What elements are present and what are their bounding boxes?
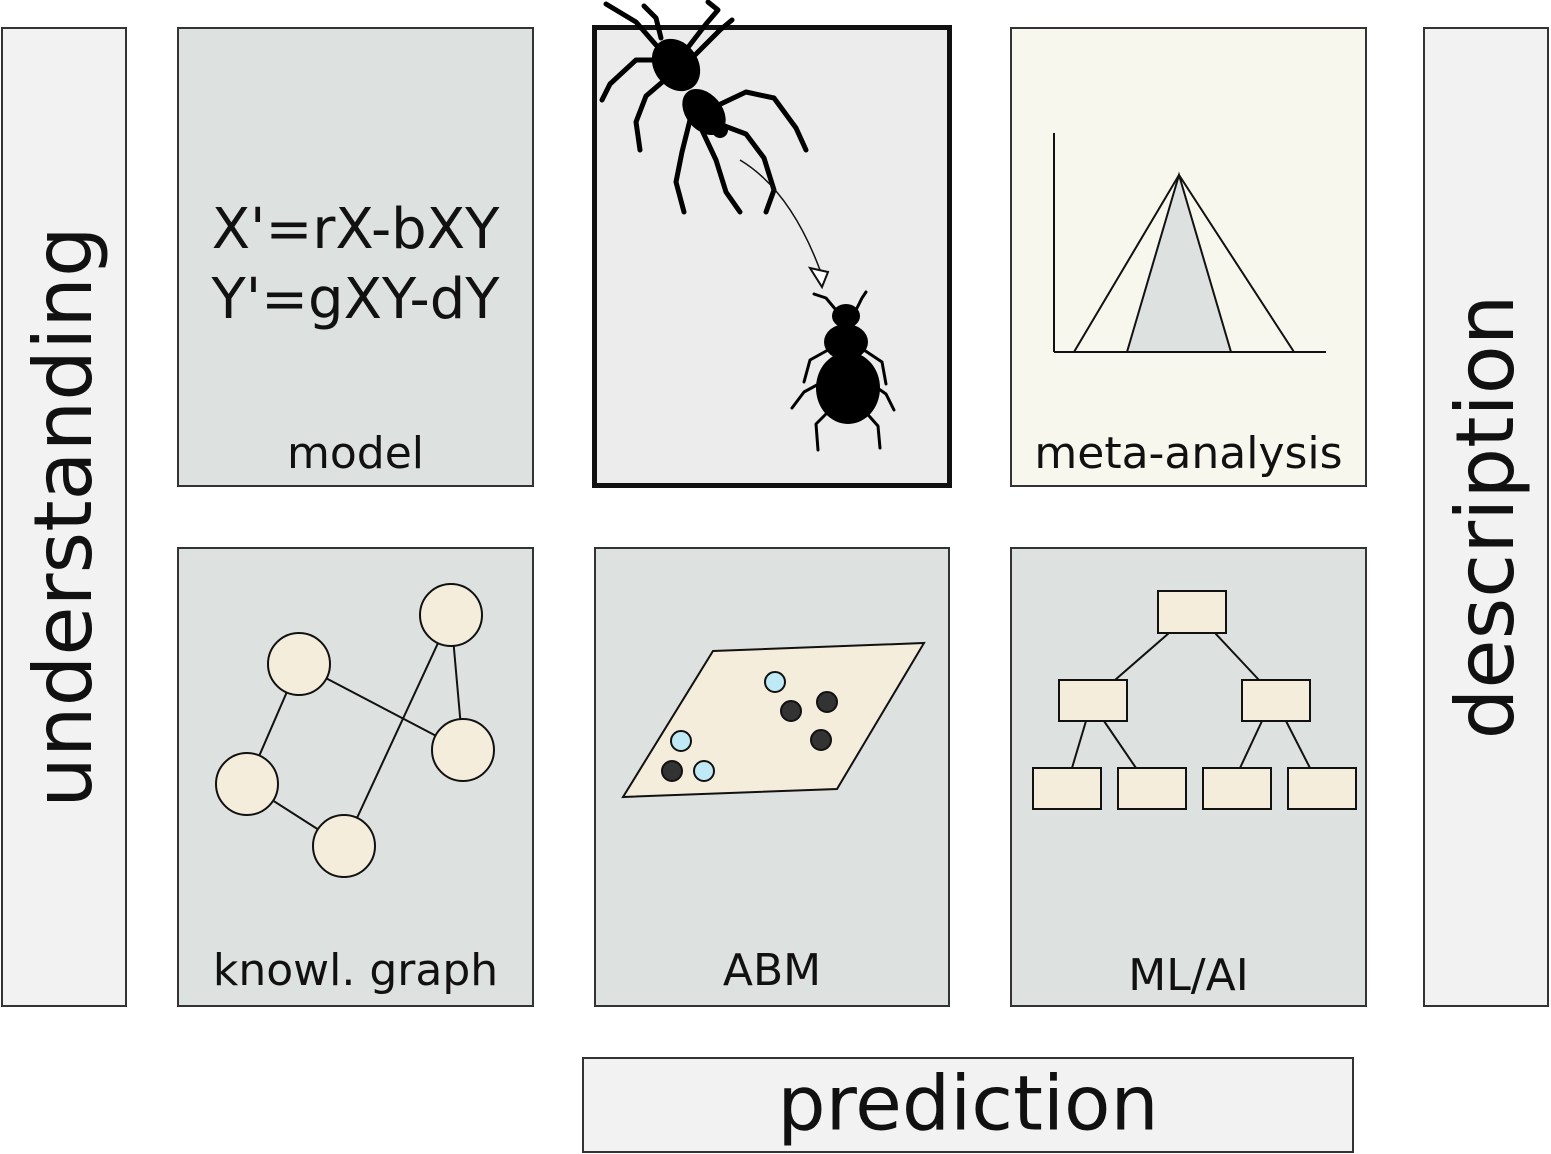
abm-landscape xyxy=(621,641,926,799)
tree-node xyxy=(1117,767,1187,810)
tree-node xyxy=(1287,767,1357,810)
agent-light xyxy=(670,730,692,752)
beetle-icon xyxy=(790,290,896,452)
agent-light xyxy=(693,760,715,782)
abm-caption: ABM xyxy=(722,945,822,996)
tree-node xyxy=(1032,767,1102,810)
graph-node xyxy=(267,632,331,696)
understanding-label: understanding xyxy=(17,226,110,808)
tree-node xyxy=(1241,679,1311,722)
understanding-bar: understanding xyxy=(1,27,127,1007)
graph-node xyxy=(431,718,495,782)
meta-analysis-panel: meta-analysis xyxy=(1010,27,1367,487)
decision-tree xyxy=(1032,590,1357,810)
abm-panel: ABM xyxy=(594,547,950,1007)
agent-dark xyxy=(661,760,683,782)
model-caption: model xyxy=(286,428,424,479)
meta-analysis-caption: meta-analysis xyxy=(1034,428,1343,479)
model-equation-y: Y'=gXY-dY xyxy=(211,267,500,332)
tree-node xyxy=(1202,767,1272,810)
agent-dark xyxy=(780,700,802,722)
model-equation-x: X'=rX-bXY xyxy=(211,197,500,262)
prediction-bar: prediction xyxy=(582,1057,1354,1153)
graph-node xyxy=(215,752,279,816)
predator-prey-panel xyxy=(592,25,952,488)
prediction-label: prediction xyxy=(777,1058,1159,1148)
graph-node xyxy=(312,814,376,878)
agent-dark xyxy=(810,729,832,751)
tree-node xyxy=(1157,590,1227,634)
knowledge-graph-caption: knowl. graph xyxy=(212,945,499,996)
tree-node xyxy=(1058,679,1128,722)
agent-light xyxy=(764,671,786,693)
spider-icon xyxy=(599,0,809,215)
predation-arrow xyxy=(739,159,830,290)
agent-dark xyxy=(816,691,838,713)
model-panel: X'=rX-bXY Y'=gXY-dY model xyxy=(177,27,534,487)
knowledge-graph-panel: knowl. graph xyxy=(177,547,534,1007)
description-bar: description xyxy=(1423,27,1549,1007)
ml-ai-caption: ML/AI xyxy=(1128,950,1249,1001)
knowledge-graph xyxy=(215,583,495,878)
funnel-plot xyxy=(1053,133,1326,353)
ml-ai-panel: ML/AI xyxy=(1010,547,1367,1007)
description-label: description xyxy=(1439,294,1532,740)
abm-plane xyxy=(621,641,926,799)
graph-node xyxy=(419,583,483,647)
